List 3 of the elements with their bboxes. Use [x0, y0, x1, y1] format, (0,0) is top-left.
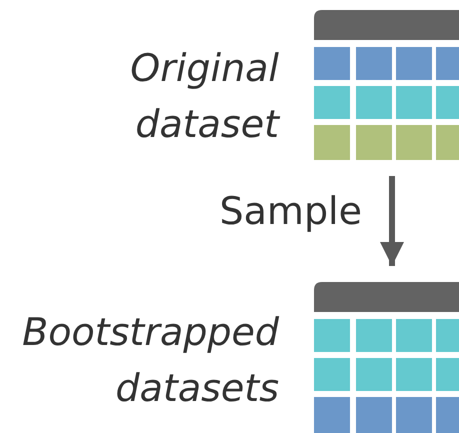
dataset-label: Original dataset	[129, 45, 279, 148]
dataset-label: Bootstrapped datasets	[21, 309, 279, 412]
arrow	[380, 176, 404, 266]
